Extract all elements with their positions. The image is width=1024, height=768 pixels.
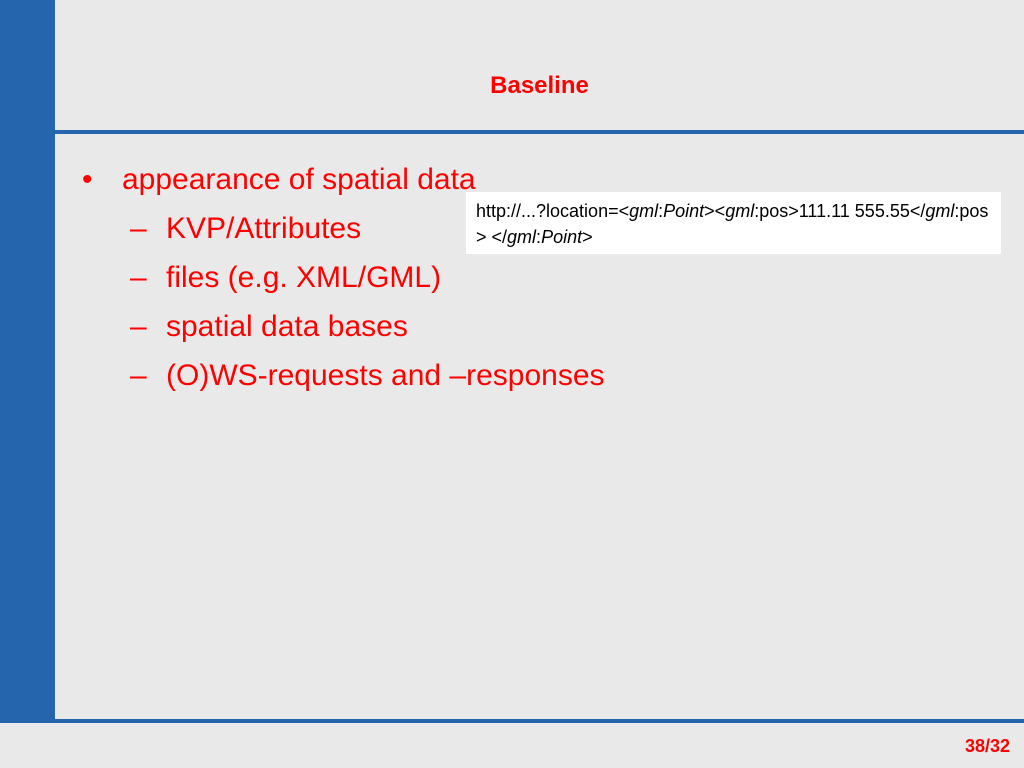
- url-callout-box: http://...?location=<gml:Point><gml:pos>…: [466, 192, 1001, 254]
- footer-divider: [0, 719, 1024, 723]
- callout-element: Point: [541, 227, 583, 247]
- dash-marker: –: [130, 212, 147, 245]
- slide-content: • appearance of spatial data – KVP/Attri…: [82, 158, 682, 403]
- callout-text: :pos>111.11 555.55</: [754, 201, 926, 221]
- callout-namespace: gml: [725, 201, 755, 221]
- callout-namespace: gml: [507, 227, 537, 247]
- callout-namespace: gml: [925, 201, 955, 221]
- dash-marker: –: [130, 261, 147, 294]
- dash-marker: –: [130, 310, 147, 343]
- sub-item-text: (O)WS-requests and –responses: [166, 359, 605, 392]
- dash-marker: –: [130, 359, 147, 392]
- callout-text: :pos> </: [476, 201, 989, 247]
- sub-item-text: KVP/Attributes: [166, 212, 362, 245]
- callout-text: ><: [704, 201, 726, 221]
- header-divider: [55, 130, 1024, 134]
- callout-text: :: [658, 201, 664, 221]
- sub-item: – spatial data bases: [82, 305, 682, 349]
- sub-item: – files (e.g. XML/GML): [82, 256, 682, 300]
- sub-item-text: spatial data bases: [166, 310, 408, 343]
- bullet-marker: •: [82, 163, 93, 196]
- page-number: 38/32: [964, 736, 1010, 756]
- callout-element: Point: [663, 201, 705, 221]
- callout-text: >: [582, 227, 593, 247]
- slide-title: Baseline: [490, 72, 589, 99]
- sub-list: – KVP/Attributes – files (e.g. XML/GML) …: [82, 207, 682, 398]
- callout-text: http://...?location=<: [476, 201, 630, 221]
- sub-item: – (O)WS-requests and –responses: [82, 354, 682, 398]
- callout-namespace: gml: [629, 201, 659, 221]
- bullet-item: • appearance of spatial data: [82, 158, 682, 202]
- sub-item: – KVP/Attributes: [82, 207, 682, 251]
- sub-item-text: files (e.g. XML/GML): [166, 261, 442, 294]
- bullet-text: appearance of spatial data: [122, 163, 476, 196]
- callout-text: :: [536, 227, 542, 247]
- left-accent-bar: [0, 0, 55, 722]
